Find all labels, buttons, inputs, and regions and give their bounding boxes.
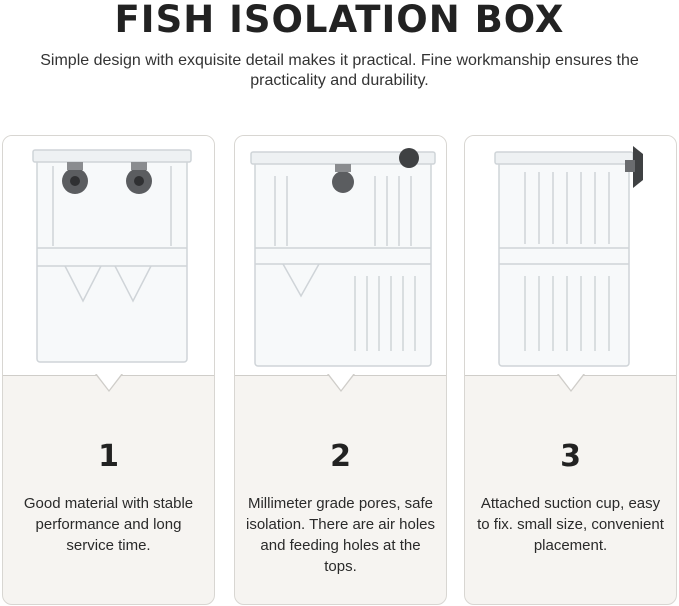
card-description: Attached suction cup, easy to fix. small… <box>477 495 664 554</box>
feature-card-2: 2 Millimeter grade pores, safe isolation… <box>234 135 447 605</box>
isolation-box-angle-image <box>250 148 436 367</box>
page-subtitle: Simple design with exquisite detail make… <box>40 52 639 89</box>
feature-card-1: 1 Good material with stable performance … <box>2 135 215 605</box>
suction-cup-icon <box>62 162 152 194</box>
card-description: Millimeter grade pores, safe isolation. … <box>246 495 435 575</box>
card-number: 3 <box>560 439 581 474</box>
suction-cup-icon <box>332 148 419 193</box>
isolation-box-side-image <box>494 146 643 367</box>
product-photo-3 <box>465 136 676 376</box>
card-description: Good material with stable performance an… <box>23 495 194 554</box>
product-photo-2 <box>235 136 446 376</box>
product-photo-1 <box>3 136 214 376</box>
card-number: 1 <box>98 439 119 474</box>
card-number: 2 <box>330 439 351 474</box>
page-title: FISH ISOLATION BOX <box>114 0 565 41</box>
feature-card-3: 3 Attached suction cup, easy to fix. sma… <box>464 135 677 605</box>
isolation-box-front-image <box>32 149 192 363</box>
suction-cup-icon <box>625 146 643 188</box>
